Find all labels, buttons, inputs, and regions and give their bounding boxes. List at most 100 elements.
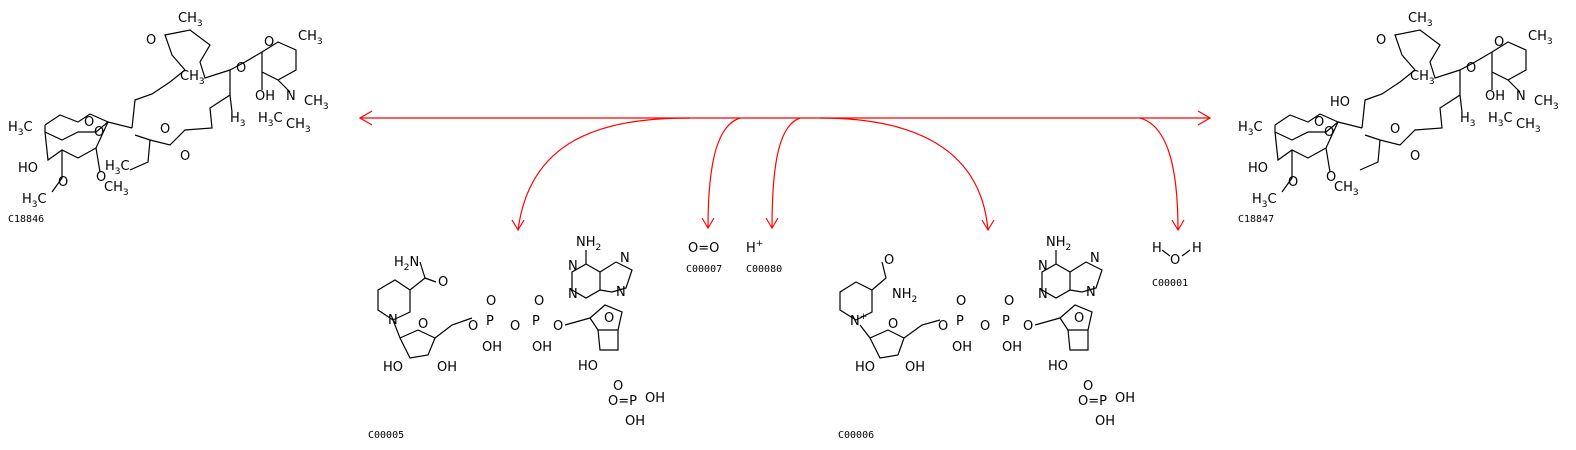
svg-text:CH3: CH3	[1410, 69, 1435, 87]
svg-text:H2N: H2N	[394, 255, 419, 273]
svg-text:NH2: NH2	[1046, 235, 1071, 253]
svg-text:O: O	[1324, 125, 1334, 140]
formula-h-left: H	[1152, 241, 1162, 256]
charge-label: +	[756, 239, 764, 249]
compound-c00080[interactable]: H+ C00080	[746, 239, 782, 275]
svg-text:O: O	[486, 294, 496, 309]
compound-c18847-structure[interactable]: H3C O HO O O O H3C CH3 O CH3 CH3 HO O O …	[1238, 11, 1559, 225]
svg-text:OH: OH	[255, 89, 275, 104]
svg-text:O: O	[1004, 294, 1014, 309]
svg-text:O: O	[956, 294, 966, 309]
svg-text:CH3: CH3	[286, 117, 311, 135]
svg-text:P: P	[486, 314, 494, 329]
svg-text:HO: HO	[383, 360, 403, 375]
svg-text:CH3: CH3	[298, 29, 323, 47]
svg-text:P: P	[532, 314, 540, 329]
svg-text:O: O	[1410, 149, 1420, 164]
svg-text:HO: HO	[1048, 359, 1068, 374]
formula-h-right: H	[1192, 241, 1202, 256]
svg-text:N: N	[616, 285, 626, 300]
compound-c18846-structure[interactable]: H3C O HO O O O H3C CH3 O CH3 CH3 O O H3C…	[8, 11, 329, 225]
svg-text:O: O	[1390, 122, 1400, 137]
svg-text:O: O	[96, 170, 106, 185]
svg-text:O: O	[1376, 33, 1386, 48]
svg-text:HO: HO	[1248, 161, 1268, 176]
svg-text:CH3: CH3	[304, 94, 329, 112]
svg-text:NH2: NH2	[576, 235, 601, 253]
svg-text:O: O	[1314, 115, 1324, 130]
svg-text:O: O	[888, 317, 898, 332]
compound-c00006-structure[interactable]: O NH2 N+ O HO OH O P O OH O P O OH O O H…	[838, 235, 1135, 441]
svg-text:HO: HO	[578, 359, 598, 374]
svg-text:HO: HO	[18, 161, 38, 176]
svg-text:N: N	[1038, 287, 1048, 302]
formula-label: H	[746, 241, 756, 256]
svg-text:N: N	[286, 89, 296, 104]
svg-text:O: O	[94, 125, 104, 140]
svg-text:OH: OH	[625, 414, 645, 429]
svg-text:O: O	[146, 33, 156, 48]
svg-text:OH: OH	[1485, 89, 1505, 104]
svg-text:O: O	[613, 379, 623, 394]
svg-text:OH: OH	[645, 391, 665, 406]
svg-text:O: O	[553, 319, 563, 334]
svg-text:N: N	[568, 259, 578, 274]
svg-text:OH: OH	[532, 340, 552, 355]
svg-text:O: O	[1083, 379, 1093, 394]
svg-text:OH: OH	[1115, 391, 1135, 406]
svg-text:N: N	[1038, 259, 1048, 274]
svg-text:N+: N+	[850, 312, 867, 329]
svg-text:OH: OH	[1095, 414, 1115, 429]
side-arrows	[511, 117, 1185, 232]
svg-text:H3: H3	[1460, 111, 1476, 129]
svg-text:O: O	[534, 294, 544, 309]
compound-id-label: C00006	[838, 430, 874, 441]
svg-text:H3C: H3C	[1252, 192, 1277, 210]
svg-text:O: O	[938, 319, 948, 334]
svg-text:H3C: H3C	[105, 159, 130, 177]
svg-text:HO: HO	[855, 360, 875, 375]
svg-text:O: O	[438, 275, 448, 290]
svg-text:O: O	[1466, 61, 1476, 76]
svg-text:H3C: H3C	[1488, 111, 1513, 129]
compound-c00001[interactable]: H O H C00001	[1152, 241, 1202, 289]
compound-c00007[interactable]: O=O C00007	[686, 241, 722, 275]
compound-c00005-structure[interactable]: H2N O N O HO OH O P O OH O P O OH O O HO…	[368, 235, 665, 441]
svg-text:OH: OH	[482, 340, 502, 355]
svg-text:O: O	[264, 35, 274, 50]
svg-text:H3C: H3C	[258, 111, 283, 129]
svg-text:N: N	[1090, 251, 1100, 266]
svg-text:O: O	[510, 319, 520, 334]
svg-text:CH3: CH3	[178, 11, 203, 29]
svg-text:O: O	[1326, 170, 1336, 185]
svg-text:O: O	[58, 175, 68, 190]
svg-text:H3C: H3C	[1238, 120, 1263, 138]
svg-text:CH3: CH3	[1528, 29, 1553, 47]
svg-text:CH3: CH3	[1516, 117, 1541, 135]
svg-text:H3C: H3C	[8, 120, 33, 138]
svg-text:CH3: CH3	[180, 69, 205, 87]
svg-text:O: O	[160, 122, 170, 137]
svg-text:OH: OH	[952, 340, 972, 355]
svg-text:O: O	[884, 253, 894, 268]
svg-text:O: O	[236, 61, 246, 76]
svg-text:O: O	[980, 319, 990, 334]
svg-text:O: O	[604, 311, 614, 326]
svg-text:OH: OH	[437, 360, 457, 375]
reaction-arrow	[358, 110, 1212, 126]
compound-id-label: C00005	[368, 430, 404, 441]
svg-text:O: O	[1288, 175, 1298, 190]
svg-text:P: P	[956, 314, 964, 329]
compound-id-label: C00007	[686, 264, 722, 275]
svg-text:O: O	[418, 317, 428, 332]
compound-id-label: C18846	[8, 214, 44, 225]
svg-text:N: N	[568, 287, 578, 302]
compound-id-label: C18847	[1238, 214, 1274, 225]
compound-id-label: C00080	[746, 264, 782, 275]
svg-text:H3: H3	[230, 111, 246, 129]
svg-text:O: O	[1023, 319, 1033, 334]
svg-text:N: N	[620, 251, 630, 266]
svg-text:O: O	[180, 149, 190, 164]
svg-text:HO: HO	[1330, 95, 1350, 110]
